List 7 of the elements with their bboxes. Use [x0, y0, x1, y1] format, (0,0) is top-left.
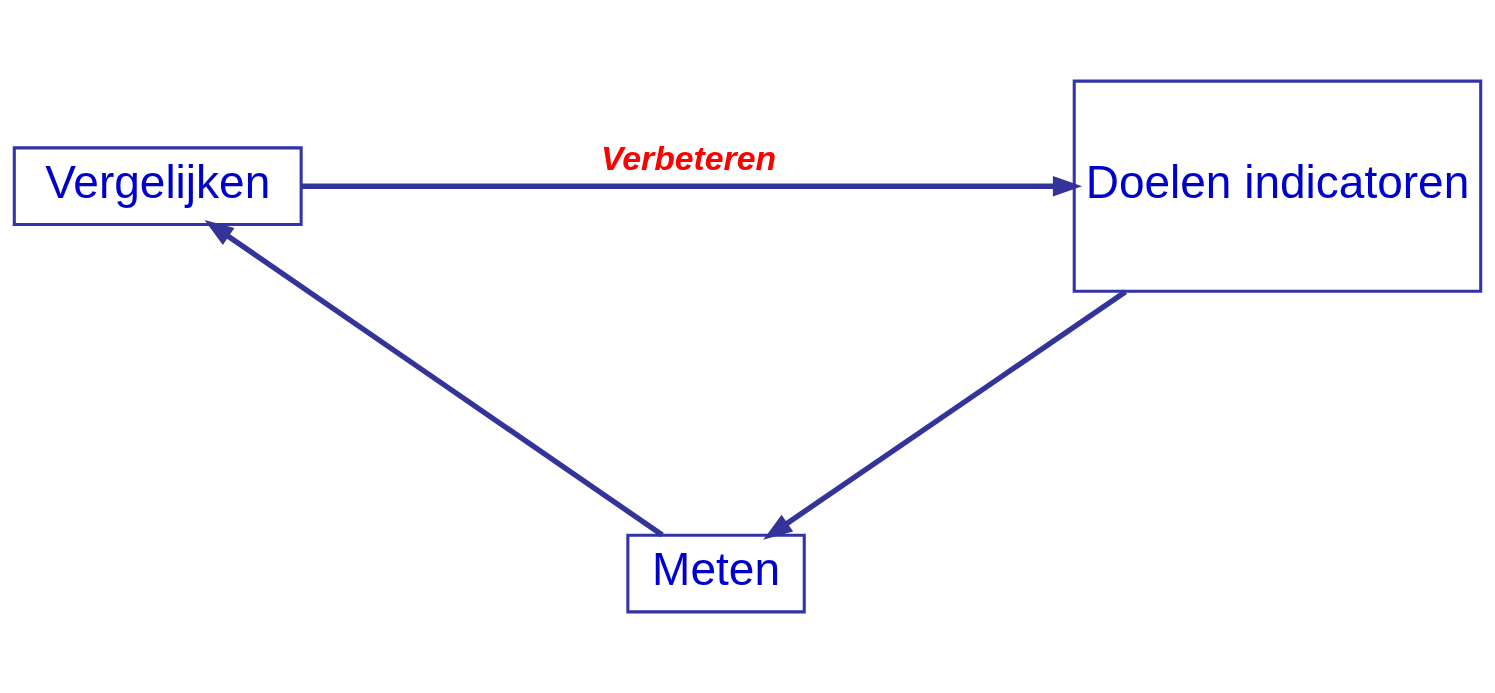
node-box: Vergelijken [12, 146, 303, 227]
arrow [204, 220, 664, 538]
node-box: Meten [626, 533, 806, 614]
edge-label: Verbeteren [601, 139, 777, 178]
node-box: Doelen indicatoren [1072, 79, 1483, 293]
arrow [301, 176, 1083, 197]
arrow [763, 289, 1128, 540]
